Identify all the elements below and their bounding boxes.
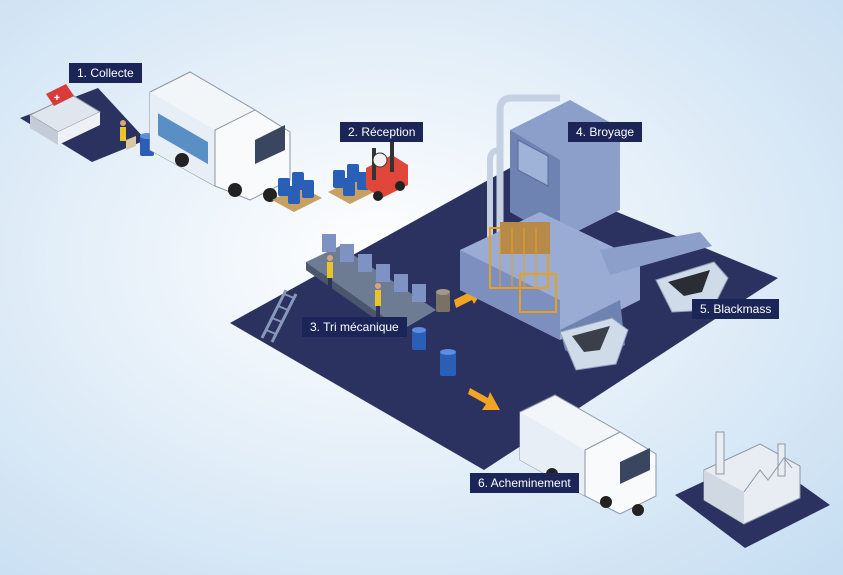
step-label-tri-mecanique: 3. Tri mécanique [302, 317, 407, 337]
barrel-icon [440, 349, 456, 376]
barrel-icon [412, 327, 426, 350]
step-label-acheminement: 6. Acheminement [470, 473, 579, 493]
collection-truck-icon [149, 71, 291, 202]
barrel-icon [436, 289, 450, 312]
transport-truck-icon [519, 394, 657, 516]
step-label-blackmass: 5. Blackmass [692, 299, 780, 319]
worker-icon [327, 255, 333, 294]
collection-warehouse-icon: ✚ [28, 84, 102, 145]
svg-text:✚: ✚ [54, 94, 60, 102]
pallet-barrels-icon [328, 164, 378, 204]
forklift-icon [366, 142, 408, 201]
ladder-icon [260, 289, 298, 343]
step-label-collecte: 1. Collecte [69, 63, 142, 83]
worker-icon [375, 283, 381, 320]
cage-icon [489, 222, 557, 313]
step-label-reception: 2. Réception [340, 122, 424, 142]
step-label-broyage: 4. Broyage [568, 122, 643, 142]
container-icon [559, 317, 629, 371]
arrow-down-icon [468, 388, 500, 410]
pallet-barrels-icon [272, 172, 322, 212]
factory-icon [703, 431, 801, 525]
worker-icon [120, 120, 136, 150]
